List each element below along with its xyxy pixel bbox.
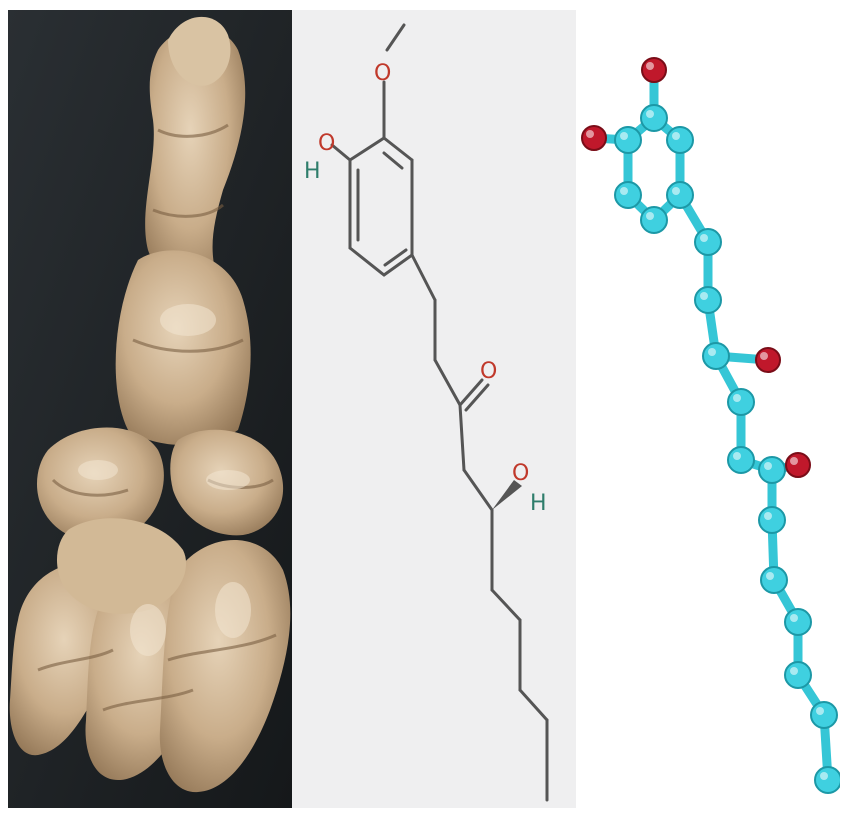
structural-formula-panel: O H O O O H [292, 10, 576, 808]
carbon-atom-1 [640, 104, 668, 132]
atom-highlight-8 [700, 234, 708, 242]
structural-formula: O H O O O H [304, 23, 549, 802]
carbon-atom-18 [784, 608, 812, 636]
atom-highlight-14 [764, 462, 772, 470]
atom-highlight-5 [620, 187, 628, 195]
carbon-atom-20 [810, 701, 838, 729]
atom-highlight-9 [700, 292, 708, 300]
phenol-hydrogen-label: H [304, 159, 321, 184]
oxygen-atom-7 [581, 125, 607, 151]
ketone-oxygen-label: O [480, 359, 497, 384]
carbon-atom-13 [727, 446, 755, 474]
phenol-oxygen-label: O [318, 131, 335, 156]
carbon-atom-4 [640, 206, 668, 234]
atom-highlight-15 [790, 457, 798, 465]
oxygen-atom-15 [785, 452, 811, 478]
carbon-atom-19 [784, 661, 812, 689]
carbon-atom-2 [666, 126, 694, 154]
carbon-atom-10 [702, 342, 730, 370]
atom-highlight-21 [820, 772, 828, 780]
atom-highlight-6 [620, 132, 628, 140]
ball-stick-model-panel [576, 10, 840, 808]
atom-highlight-18 [790, 614, 798, 622]
atom-highlight-17 [766, 572, 774, 580]
ginger-photo-panel [8, 10, 292, 808]
carbon-atom-8 [694, 228, 722, 256]
atom-highlight-3 [672, 187, 680, 195]
atom-highlight-1 [646, 110, 654, 118]
carbon-atom-9 [694, 286, 722, 314]
oxygen-atom-0 [641, 57, 667, 83]
oxygen-atom-11 [755, 347, 781, 373]
atom-highlight-13 [733, 452, 741, 460]
carbon-atom-16 [758, 506, 786, 534]
atom-highlight-16 [764, 512, 772, 520]
atom-highlight-4 [646, 212, 654, 220]
atom-highlight-7 [586, 130, 594, 138]
hydroxyl-hydrogen-label: H [530, 491, 547, 516]
carbon-atom-12 [727, 388, 755, 416]
atom-highlight-12 [733, 394, 741, 402]
atom-highlight-19 [790, 667, 798, 675]
carbon-atom-17 [760, 566, 788, 594]
methoxy-oxygen-label: O [374, 61, 391, 86]
atom-highlight-10 [708, 348, 716, 356]
ball-stick-model [581, 57, 840, 794]
carbon-atom-5 [614, 181, 642, 209]
carbon-atom-6 [614, 126, 642, 154]
ginger-photo [8, 10, 292, 808]
atom-highlight-20 [816, 707, 824, 715]
carbon-atom-21 [814, 766, 840, 794]
atom-highlight-0 [646, 62, 654, 70]
carbon-atom-3 [666, 181, 694, 209]
atom-highlight-11 [760, 352, 768, 360]
hydroxyl-oxygen-label: O [512, 461, 529, 486]
atom-highlight-2 [672, 132, 680, 140]
carbon-atom-14 [758, 456, 786, 484]
